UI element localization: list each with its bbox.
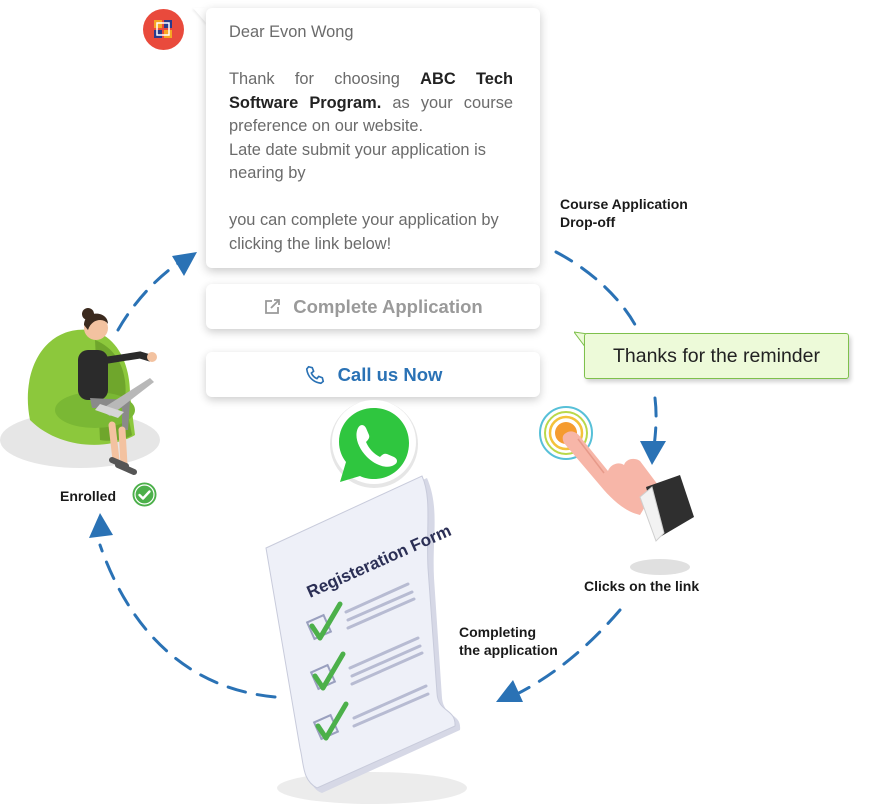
external-link-icon	[263, 298, 281, 316]
cta-text: you can complete your application by cli…	[229, 211, 499, 253]
step-enrolled-label: Enrolled	[60, 488, 117, 504]
step-clicks-label: Clicks on the link	[584, 578, 700, 594]
phone-icon	[304, 364, 326, 386]
step-dropoff-label: Course Application Drop-off	[560, 196, 688, 230]
call-us-label: Call us Now	[337, 363, 443, 385]
arrow-head-2	[640, 441, 666, 465]
arrow-head-4	[89, 513, 113, 538]
registration-form-illustration: Registeration Form	[265, 475, 467, 804]
message-card: Dear Evon Wong Thank for choosing ABC Te…	[206, 8, 540, 268]
call-us-button[interactable]: Call us Now	[206, 352, 540, 397]
check-circle-icon	[132, 482, 157, 512]
reply-bubble: Thanks for the reminder	[584, 333, 849, 379]
brand-logo-icon	[143, 9, 184, 50]
arrow-head-3	[496, 680, 523, 702]
intro-paragraph: Thank for choosing ABC Tech Software Pro…	[229, 70, 514, 135]
arrow-head-1	[172, 252, 197, 276]
complete-application-button[interactable]: Complete Application	[206, 284, 540, 329]
deadline-text: Late date submit your application is nea…	[229, 140, 486, 183]
enrolled-student-illustration	[0, 308, 160, 475]
program-name: ABC Tech Software Program.	[229, 70, 514, 112]
card-notch	[193, 8, 207, 24]
complete-application-label: Complete Application	[293, 295, 483, 317]
whatsapp-icon	[324, 398, 424, 503]
step-completing-label: Completing the application	[459, 624, 558, 658]
pointing-hand-illustration	[562, 431, 694, 575]
greeting-text: Dear Evon Wong	[229, 23, 354, 41]
